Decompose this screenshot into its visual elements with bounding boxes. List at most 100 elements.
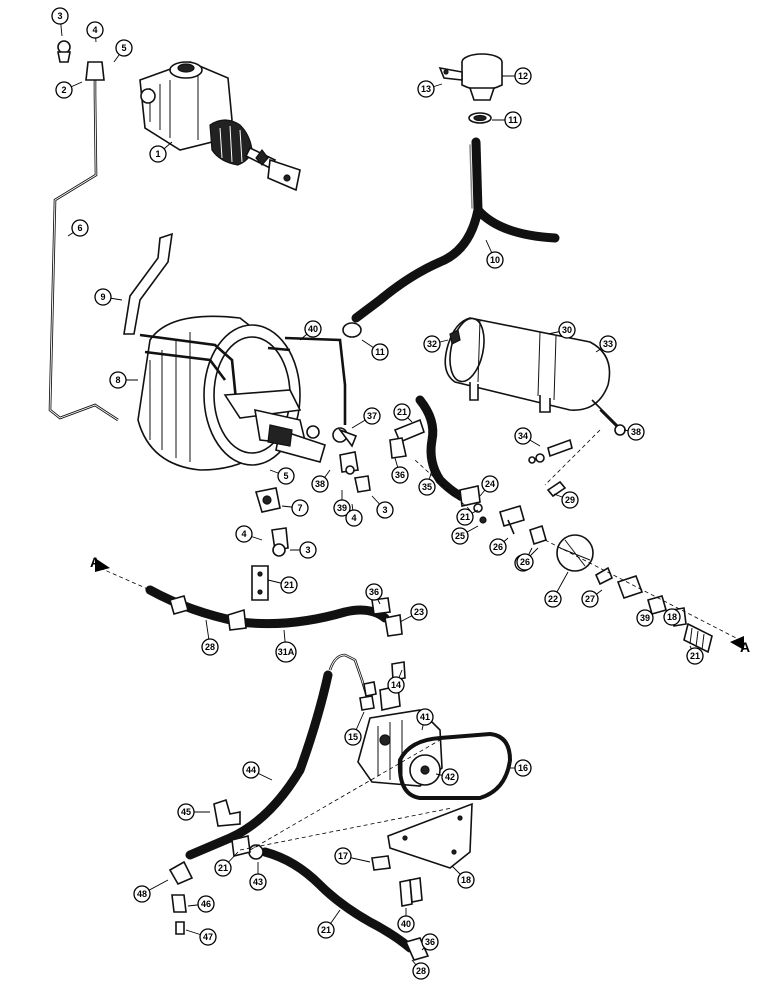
callout-21: 21 <box>317 921 335 939</box>
callout-circle <box>421 933 439 951</box>
callout-number: 21 <box>397 407 407 417</box>
callout-38: 38 <box>311 475 329 493</box>
callout-1: 1 <box>149 145 167 163</box>
mount-fitting <box>254 451 371 557</box>
callout-32: 32 <box>423 335 441 353</box>
callout-number: 15 <box>348 732 358 742</box>
callout-24: 24 <box>481 475 499 493</box>
booster-brace <box>123 232 173 335</box>
hose-40 <box>231 835 430 961</box>
callout-3: 3 <box>376 501 394 519</box>
callout-21: 21 <box>393 403 411 421</box>
callout-circle <box>235 525 253 543</box>
callout-circle <box>333 499 351 517</box>
callout-number: 18 <box>667 612 677 622</box>
drive-belt <box>397 731 513 800</box>
tee-fitting <box>414 459 547 546</box>
callout-number: 18 <box>461 875 471 885</box>
callout-28: 28 <box>412 962 430 980</box>
callout-number: 21 <box>218 863 228 873</box>
section-label-right: A <box>740 639 750 655</box>
callout-number: 4 <box>92 25 97 35</box>
callout-42: 42 <box>441 768 459 786</box>
callout-circle <box>686 647 704 665</box>
callout-circle <box>397 915 415 933</box>
callout-circle <box>451 527 469 545</box>
callout-number: 25 <box>455 531 465 541</box>
callout-circle <box>51 7 69 25</box>
callout-number: 44 <box>246 765 256 775</box>
callout-17: 17 <box>334 847 352 865</box>
callout-circle <box>363 407 381 425</box>
callout-number: 13 <box>421 84 431 94</box>
callout-circle <box>334 847 352 865</box>
callout-44: 44 <box>242 761 260 779</box>
hose-42 <box>185 653 377 860</box>
callout-circle <box>514 759 532 777</box>
callout-number: 5 <box>121 43 126 53</box>
callout-circle <box>201 638 219 656</box>
callout-number: 36 <box>395 470 405 480</box>
callout-circle <box>71 219 89 237</box>
callout-number: 12 <box>518 71 528 81</box>
callout-number: 32 <box>427 339 437 349</box>
callout-circle <box>514 427 532 445</box>
callout-36: 36 <box>391 466 409 484</box>
callout-31A: 31A <box>275 641 297 663</box>
drain-valve-assembly <box>528 429 601 498</box>
callout-29: 29 <box>561 491 579 509</box>
callout-number: 34 <box>518 431 528 441</box>
callout-number: 23 <box>414 607 424 617</box>
callout-8: 8 <box>109 371 127 389</box>
callout-13: 13 <box>417 80 435 98</box>
callout-number: 2 <box>61 85 66 95</box>
callout-number: 5 <box>283 471 288 481</box>
callout-circle <box>317 921 335 939</box>
callout-23: 23 <box>410 603 428 621</box>
callout-16: 16 <box>514 759 532 777</box>
callout-number: 17 <box>338 851 348 861</box>
callout-47: 47 <box>199 928 217 946</box>
callout-circle <box>627 423 645 441</box>
callout-number: 22 <box>548 594 558 604</box>
callout-circle <box>376 501 394 519</box>
callout-number: 9 <box>100 292 105 302</box>
callout-18: 18 <box>663 608 681 626</box>
callout-number: 8 <box>115 375 120 385</box>
callout-circle <box>636 609 654 627</box>
callout-number: 30 <box>562 325 572 335</box>
callout-circle <box>457 871 475 889</box>
callout-circle <box>214 859 232 877</box>
callout-number: 35 <box>422 482 432 492</box>
callout-number: 28 <box>416 966 426 976</box>
callout-circle <box>280 576 298 594</box>
callout-circle <box>149 145 167 163</box>
callout-circle <box>544 590 562 608</box>
callout-number: 11 <box>375 347 385 357</box>
fitting-37 <box>332 427 358 448</box>
callout-2: 2 <box>55 81 73 99</box>
callout-40: 40 <box>397 915 415 933</box>
callout-number: 26 <box>493 542 503 552</box>
callout-number: 39 <box>337 503 347 513</box>
callout-15: 15 <box>344 728 362 746</box>
callout-circle <box>115 39 133 57</box>
governor-valve <box>544 534 741 654</box>
callout-circle <box>365 583 383 601</box>
callout-circle <box>109 371 127 389</box>
callout-circle <box>581 590 599 608</box>
hose-clamp-bracket <box>213 798 241 827</box>
section-arrow-left <box>95 558 110 572</box>
callout-number: 29 <box>565 495 575 505</box>
callout-number: 4 <box>351 513 356 523</box>
callout-46: 46 <box>197 895 215 913</box>
callout-37: 37 <box>363 407 381 425</box>
fitting-group-45-48 <box>168 860 194 935</box>
callout-circle <box>345 509 363 527</box>
callout-circle <box>391 466 409 484</box>
callout-circle <box>441 768 459 786</box>
callout-circle <box>197 895 215 913</box>
callout-number: 26 <box>520 557 530 567</box>
callout-5: 5 <box>277 467 295 485</box>
callout-circle <box>291 499 309 517</box>
